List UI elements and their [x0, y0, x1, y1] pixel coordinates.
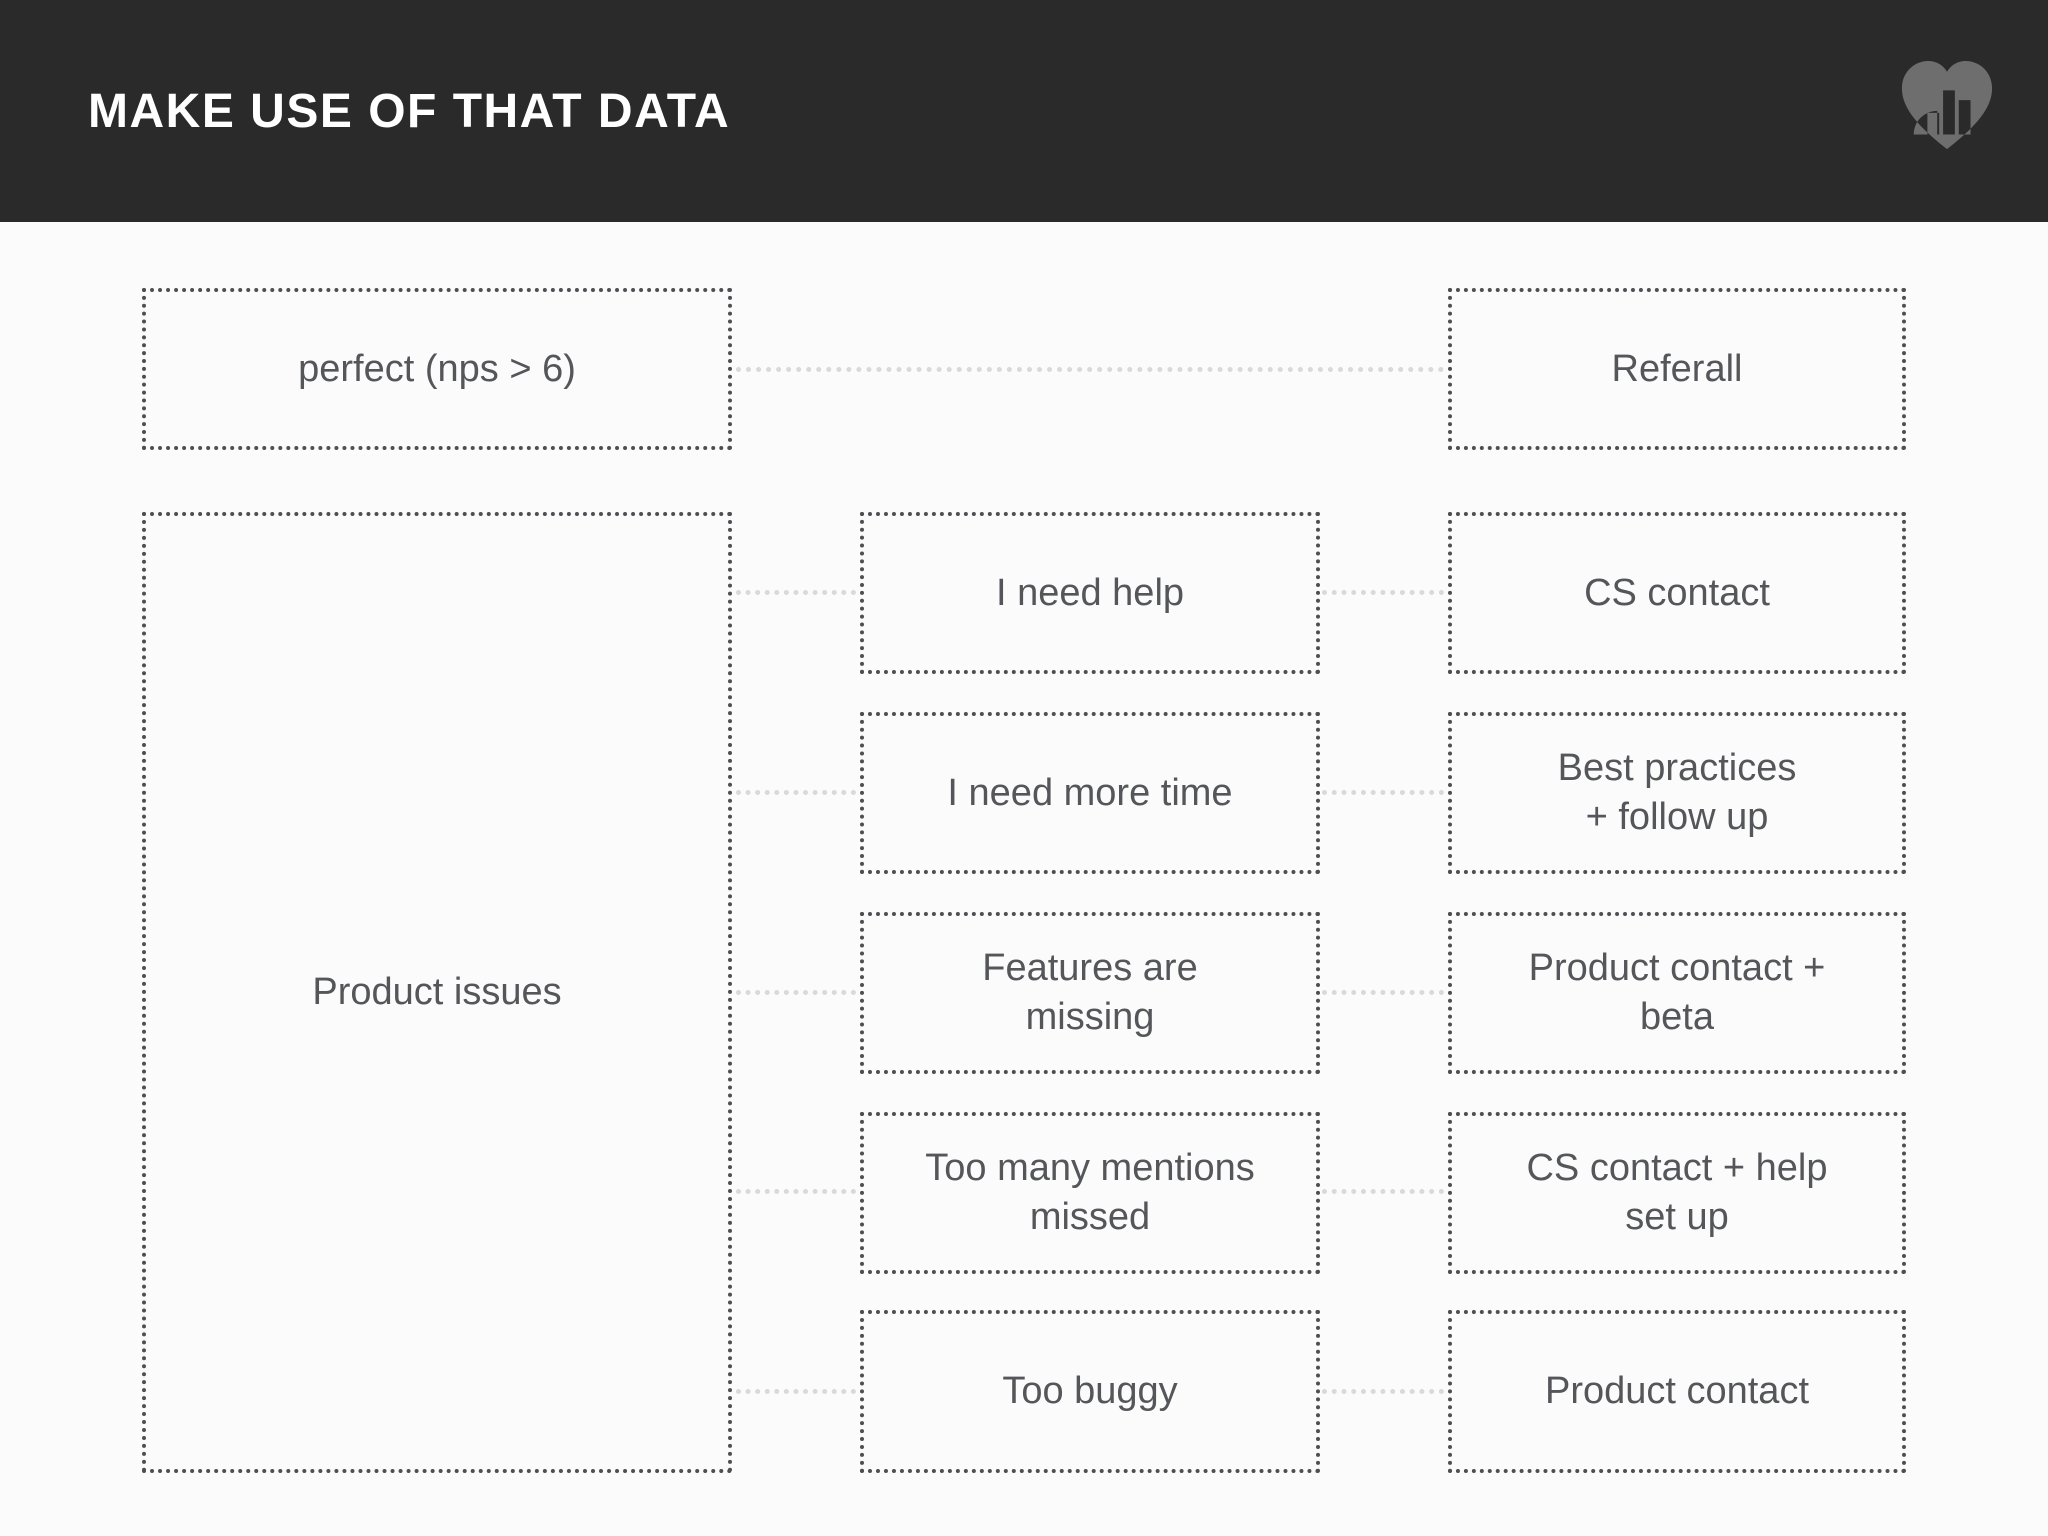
connector-too-buggy-product-contact	[1322, 1389, 1444, 1394]
node-too-many-mentions-missed: Too many mentions missed	[860, 1112, 1320, 1274]
node-cs-contact-help-set-up: CS contact + help set up	[1448, 1112, 1906, 1274]
node-cs-contact-label: CS contact	[1584, 571, 1770, 614]
node-features-are-missing: Features are missing	[860, 912, 1320, 1074]
node-product-issues: Product issues	[142, 512, 732, 1473]
node-perfect: perfect (nps > 6)	[142, 288, 732, 450]
connector-i-need-more-time-best-practices	[1322, 790, 1444, 795]
slide-title: MAKE USE OF THAT DATA	[88, 84, 731, 138]
node-product-contact: Product contact	[1448, 1310, 1906, 1473]
node-i-need-help: I need help	[860, 512, 1320, 674]
node-product-contact-label: Product contact	[1544, 1370, 1810, 1413]
connector-features-are-missing-product-contact-beta	[1322, 990, 1444, 995]
node-product-issues-label: Product issues	[312, 971, 562, 1014]
connector-too-many-mentions-missed-cs-contact-help	[1322, 1189, 1444, 1194]
node-best-practices-line1: Best practices	[1557, 747, 1797, 790]
node-referall-label: Referall	[1611, 347, 1743, 390]
node-i-need-help-label: I need help	[995, 571, 1185, 614]
node-too-buggy: Too buggy	[860, 1310, 1320, 1473]
connector-product-issues-i-need-help	[736, 590, 856, 595]
node-product-contact-beta-line1: Product contact +	[1528, 947, 1826, 990]
node-too-many-mentions-missed-line1: Too many mentions	[925, 1147, 1255, 1190]
node-product-contact-beta-line2: beta	[1640, 996, 1714, 1038]
connector-product-issues-too-buggy	[736, 1389, 856, 1394]
node-too-buggy-label: Too buggy	[1002, 1370, 1178, 1413]
node-i-need-more-time: I need more time	[860, 712, 1320, 874]
connector-product-issues-features-are-missing	[736, 990, 856, 995]
node-referall: Referall	[1448, 288, 1906, 450]
node-cs-contact-help-line2: set up	[1625, 1196, 1729, 1238]
node-cs-contact: CS contact	[1448, 512, 1906, 674]
connector-perfect-referall	[736, 367, 1444, 372]
slide-header: MAKE USE OF THAT DATA	[0, 0, 2048, 222]
node-product-contact-beta: Product contact + beta	[1448, 912, 1906, 1074]
node-i-need-more-time-label: I need more time	[947, 771, 1233, 814]
node-best-practices-follow-up: Best practices + follow up	[1448, 712, 1906, 874]
connector-i-need-help-cs-contact	[1322, 590, 1444, 595]
heart-bar-chart-logo-icon	[1901, 60, 1993, 150]
node-features-are-missing-line2: missing	[1025, 996, 1155, 1038]
node-features-are-missing-line1: Features are	[982, 947, 1198, 990]
node-perfect-label: perfect (nps > 6)	[298, 347, 576, 390]
node-cs-contact-help-line1: CS contact + help	[1526, 1147, 1828, 1190]
connector-product-issues-i-need-more-time	[736, 790, 856, 795]
node-best-practices-line2: + follow up	[1585, 796, 1769, 838]
node-too-many-mentions-missed-line2: missed	[1029, 1196, 1151, 1238]
connector-product-issues-too-many-mentions-missed	[736, 1189, 856, 1194]
